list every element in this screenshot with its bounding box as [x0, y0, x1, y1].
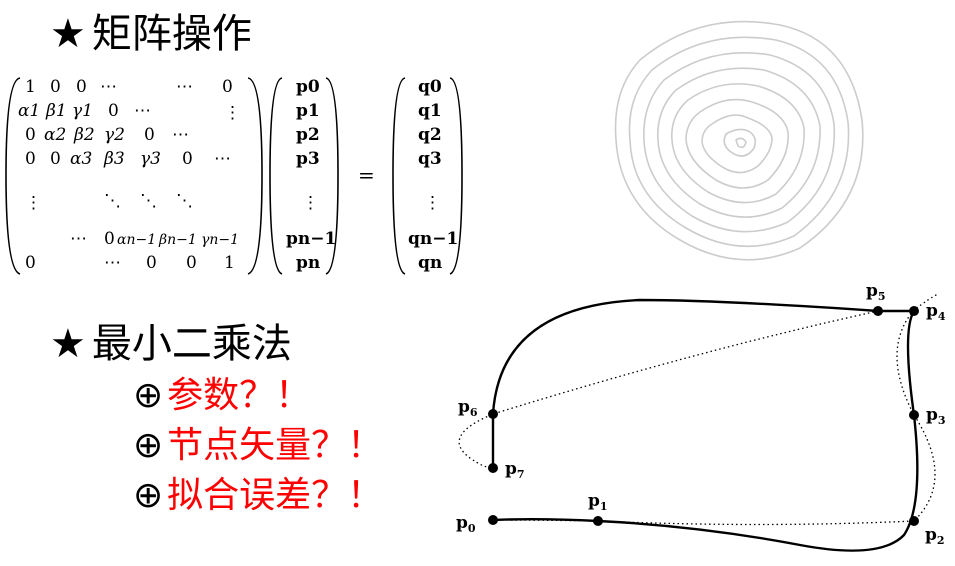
matrix-cell: 0 — [25, 253, 36, 273]
curve-point-p4 — [909, 306, 919, 316]
matrix-cell: ⋯ — [70, 229, 87, 249]
p-vector-entry: pn−1 — [286, 229, 336, 249]
matrix-cell: α2 — [44, 125, 66, 145]
curve-point-p5 — [873, 306, 883, 316]
matrix-cell: 0 — [104, 229, 115, 249]
p-vector-entry: p2 — [296, 125, 320, 145]
bullet-text: 拟合误差？！ — [167, 475, 384, 516]
matrix-cell: 1 — [25, 77, 36, 97]
bullet-text: 节点矢量？！ — [167, 425, 384, 466]
circled-plus-icon: ⊕ — [133, 375, 164, 416]
q-vector-entry: ⋮ — [424, 193, 441, 213]
matrix-cell: 0 — [144, 125, 155, 145]
star-icon: ★ — [50, 11, 86, 57]
q-vector-entry: qn−1 — [408, 229, 458, 249]
q-vector-entry: q1 — [418, 101, 442, 121]
matrix-cell: α1 — [18, 101, 40, 121]
point-label-p0: p0 — [456, 513, 476, 535]
curve-point-p0 — [488, 515, 498, 525]
matrix-cell: αn−1 — [117, 232, 156, 248]
matrix-cell: ⋮ — [224, 103, 241, 123]
matrix-cell: 0 — [186, 253, 197, 273]
circled-plus-icon: ⊕ — [133, 425, 164, 466]
matrix-cell: ⋱ — [140, 191, 157, 211]
curve-point-p3 — [909, 410, 919, 420]
matrix-cell: 0 — [108, 101, 119, 121]
matrix-cell: β3 — [103, 149, 125, 169]
matrix-cell: ⋯ — [134, 101, 151, 121]
q-vector-entry: q2 — [418, 125, 442, 145]
heading-matrix-operations: ★矩阵操作 — [50, 14, 252, 54]
point-label-p7: p7 — [505, 459, 525, 481]
equals-sign: = — [358, 163, 375, 187]
p-vector-right-paren — [325, 77, 339, 275]
point-label-p6: p6 — [458, 397, 478, 419]
point-label-p3: p3 — [926, 405, 946, 427]
heading-text: 最小二乘法 — [91, 321, 292, 367]
matrix-cell: 0 — [222, 77, 233, 97]
matrix-cell: β2 — [73, 125, 95, 145]
p-vector-entry: p3 — [296, 149, 320, 169]
q-vector-entry: q0 — [418, 77, 442, 97]
matrix-cell: 0 — [146, 253, 157, 273]
matrix-cell: α3 — [70, 149, 92, 169]
matrix-cell: γ2 — [104, 125, 125, 145]
heading-text: 矩阵操作 — [91, 11, 252, 57]
bullet-fitting-error: ⊕拟合误差？！ — [133, 478, 383, 514]
matrix-cell: ⋯ — [100, 77, 117, 97]
p-vector-entry: pn — [296, 253, 320, 273]
curve-point-p7 — [488, 463, 498, 473]
matrix-cell: ⋮ — [25, 193, 42, 213]
matrix-cell: 0 — [25, 125, 36, 145]
circled-plus-icon: ⊕ — [133, 475, 164, 516]
point-label-p5: p5 — [866, 281, 886, 303]
bullet-parameters: ⊕参数？！ — [133, 378, 311, 414]
curve-fitting-figure: p0 p1 p2 p3 p4 p5 p6 p7 — [456, 281, 946, 552]
matrix-equation: 1 0 0 ⋯ ⋯ 0 α1 β1 γ1 0 ⋯ ⋮ 0 α2 β2 γ2 0 … — [5, 77, 463, 275]
matrix-cell: ⋯ — [104, 253, 121, 273]
matrix-cell: 0 — [50, 77, 61, 97]
p-vector-entry: ⋮ — [302, 193, 319, 213]
matrix-cell: γ3 — [140, 149, 161, 169]
q-vector-right-paren — [449, 77, 463, 275]
matrix-cell: ⋯ — [172, 125, 189, 145]
contour-rings-illustration — [614, 20, 864, 261]
matrix-cell: γn−1 — [201, 232, 239, 248]
p-vector-entry: p0 — [296, 77, 320, 97]
matrix-cell: 1 — [224, 253, 235, 273]
matrix-cell: ⋯ — [176, 77, 193, 97]
q-vector-left-paren — [392, 77, 406, 275]
curve-point-p1 — [593, 516, 603, 526]
matrix-cell: ⋱ — [104, 191, 121, 211]
matrix-cell: ⋯ — [214, 149, 231, 169]
q-vector-entry: q3 — [418, 149, 442, 169]
point-label-p2: p2 — [925, 525, 945, 547]
matrix-cell: 0 — [50, 149, 61, 169]
matrix-cell: 0 — [182, 149, 193, 169]
matrix-cell: 0 — [76, 77, 87, 97]
q-vector-entry: qn — [418, 253, 442, 273]
heading-least-squares: ★最小二乘法 — [50, 324, 292, 364]
matrix-cell: γ1 — [72, 101, 93, 121]
dotted-control-curve — [458, 293, 939, 526]
p-vector-left-paren — [269, 77, 283, 275]
fitted-curve — [491, 298, 919, 552]
p-vector-entry: p1 — [296, 101, 320, 121]
matrix-right-paren — [247, 77, 263, 275]
matrix-cell: ⋱ — [176, 191, 193, 211]
star-icon: ★ — [50, 321, 86, 367]
matrix-cell: β1 — [45, 101, 67, 121]
point-label-p1: p1 — [588, 491, 608, 513]
curve-point-p6 — [488, 409, 498, 419]
bullet-text: 参数？！ — [167, 375, 312, 416]
matrix-left-paren — [5, 77, 21, 275]
matrix-cell: βn−1 — [158, 232, 197, 248]
curve-point-p2 — [909, 516, 919, 526]
point-label-p4: p4 — [926, 301, 946, 323]
matrix-cell: 0 — [25, 149, 36, 169]
bullet-knot-vector: ⊕节点矢量？！ — [133, 428, 383, 464]
